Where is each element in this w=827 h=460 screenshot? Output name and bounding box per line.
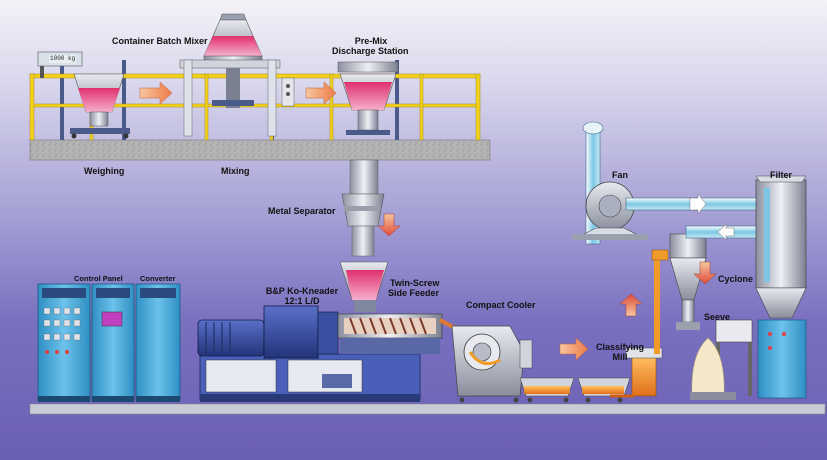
label-ko-kneader-1: B&P Ko-Kneader [265, 286, 339, 296]
fan [572, 121, 759, 245]
label-control-panel: Control Panel [74, 274, 123, 283]
classifying-mill [610, 249, 669, 398]
label-converter: Converter [140, 274, 176, 283]
label-twin-screw-1: Twin-Screw [390, 278, 440, 288]
twin-screw-side-feeder [339, 261, 389, 312]
label-ko-kneader-2: 12:1 L/D [284, 296, 320, 306]
filter-unit [755, 175, 807, 399]
label-metal-separator: Metal Separator [268, 206, 336, 216]
label-seeve: Seeve [704, 312, 731, 322]
label-mixing: Mixing [221, 166, 250, 176]
label-classifying-mill-1: Classifying [595, 342, 644, 352]
seeve [690, 319, 753, 400]
cyclone-separator [669, 233, 707, 330]
arrow-left-icon [717, 223, 735, 241]
arrow-right-icon [305, 81, 337, 105]
label-filter: Filter [770, 170, 793, 180]
floor [29, 403, 826, 415]
scale-weight-readout: 1000 kg [49, 55, 77, 63]
arrow-down-icon [377, 213, 401, 237]
label-compact-cooler: Compact Cooler [466, 300, 536, 310]
arrow-up-icon [619, 293, 643, 317]
label-container-batch-mixer: Container Batch Mixer [112, 36, 208, 46]
label-pre-mix-2: Discharge Station [332, 46, 409, 56]
control-panel-cabinet [37, 283, 91, 402]
container-batch-mixer [179, 13, 295, 137]
label-weighing: Weighing [84, 166, 125, 176]
second-panel-cabinet [91, 283, 135, 402]
label-classifying-mill-2: Mill [612, 352, 628, 362]
arrow-right-icon [139, 81, 173, 105]
label-fan: Fan [612, 170, 629, 180]
pre-mix-discharge-station [337, 61, 399, 135]
cooling-conveyor [519, 377, 631, 403]
compact-cooler [439, 318, 533, 403]
label-pre-mix-1: Pre-Mix [354, 36, 388, 46]
label-twin-screw-2: Side Feeder [388, 288, 440, 298]
ko-kneader-extruder [197, 305, 443, 402]
label-cyclone: Cyclone [718, 274, 754, 284]
weighing-station [37, 51, 130, 139]
arrow-right-icon [689, 193, 707, 215]
arrow-right-icon [559, 337, 589, 361]
feed-pipe [341, 159, 385, 257]
converter-cabinet [135, 283, 181, 402]
arrow-down-icon [693, 261, 717, 285]
